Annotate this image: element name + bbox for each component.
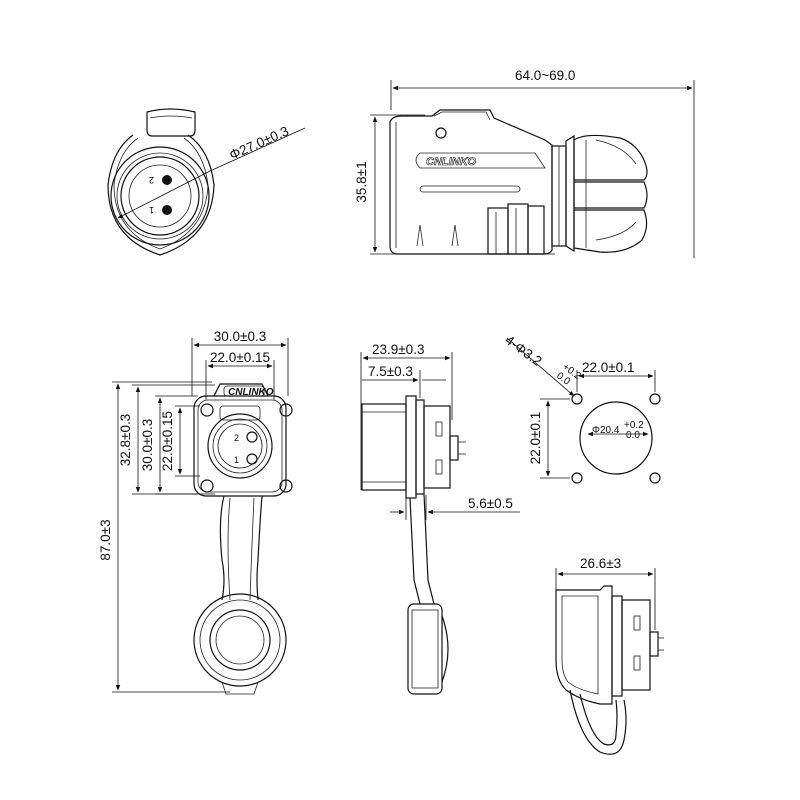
receptacle-height-mid-label: 30.0±0.3 [140,419,155,471]
receptacle-flange-label: 7.5±0.3 [368,364,413,379]
plug-pin-2 [162,175,172,185]
plug-front-view: 2 1 Φ27.0±0.3 [107,108,306,256]
receptacle-depth-label: 23.9±0.3 [372,342,424,357]
cutout-holes-label: 4-Φ3.2 [502,332,544,369]
receptacle-width-outer-label: 30.0±0.3 [214,329,266,344]
plug-pin-1 [162,205,172,215]
plug-pin-2-label: 2 [149,175,154,185]
receptacle-thickness-label: 5.6±0.5 [468,496,513,511]
plug-pin-1-label: 1 [149,205,154,215]
plug-logo: CNLINKO [426,156,477,168]
plug-length-label: 64.0~69.0 [515,68,575,83]
cutout-height-label: 22.0±0.1 [528,412,543,464]
receptacle-logo: CNLINKO [228,387,274,398]
receptacle-pin-2-label: 2 [234,433,239,443]
receptacle-height-outer-label: 32.8±0.3 [118,414,133,466]
cutout-center-tol-upper: +0.2 [624,420,644,431]
cap-side-view: 26.6±3 [555,556,664,755]
receptacle-side-view: 23.9±0.3 7.5±0.3 5.6±0.5 [360,342,520,695]
panel-cutout-view: 4-Φ3.2 +0.2 0.0 22.0±0.1 22.0±0.1 Φ20.4 … [502,332,661,484]
receptacle-height-hole-label: 22.0±0.15 [160,411,175,471]
receptacle-front-view: 30.0±0.3 22.0±0.15 32.8±0.3 30.0±0.3 22.… [98,329,293,695]
plug-side-view: 64.0~69.0 35.8±1 CNLINKO [354,68,695,258]
plug-diameter-label: Φ27.0±0.3 [227,123,291,162]
receptacle-pin-1-label: 1 [234,455,239,465]
cap-width-label: 26.6±3 [580,556,621,571]
receptacle-width-hole-label: 22.0±0.15 [210,350,270,365]
cutout-center-label: Φ20.4 [592,425,620,436]
plug-height-label: 35.8±1 [354,161,369,202]
cutout-width-label: 22.0±0.1 [582,360,634,375]
cutout-center-tol-lower: 0.0 [626,430,640,441]
receptacle-total-height-label: 87.0±3 [98,519,113,560]
